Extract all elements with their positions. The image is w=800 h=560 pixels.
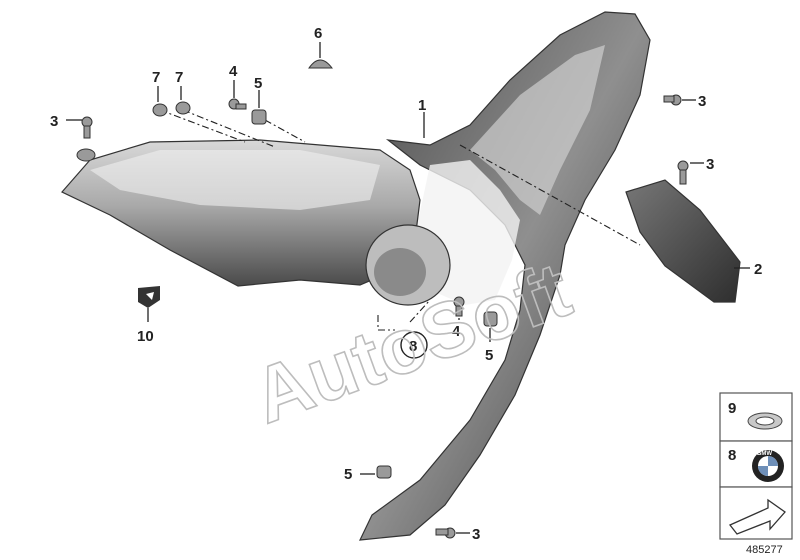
legend-box-8: 8 BMW: [719, 440, 793, 488]
legend-label-9: 9: [728, 400, 736, 417]
legend-box-arrow: [719, 486, 793, 540]
legend-panel: 9 8 BMW: [719, 392, 793, 540]
screw-3-bottom: [435, 527, 456, 539]
nut-3-left: [76, 148, 96, 162]
fender-part: [61, 139, 421, 287]
callout-8-circled: 8: [400, 331, 428, 359]
callout-3-bottom: 3: [472, 526, 480, 543]
callout-2: 2: [754, 261, 762, 278]
callout-7a: 7: [152, 69, 160, 86]
screw-3-left: [81, 116, 93, 139]
bmw-badge-text: BMW: [757, 451, 772, 457]
legend-label-8: 8: [728, 447, 736, 464]
assembly-lines: [159, 109, 641, 331]
callout-1: 1: [418, 97, 426, 114]
callout-10: 10: [137, 328, 154, 345]
nut-7b: [175, 101, 191, 115]
callout-6: 6: [314, 25, 322, 42]
screw-3-plate: [677, 160, 689, 185]
callout-3-left: 3: [50, 113, 58, 130]
screw-4-top: [228, 98, 247, 110]
callout-7b: 7: [175, 69, 183, 86]
callout-3-plate: 3: [706, 156, 714, 173]
ring-gasket-icon: [747, 412, 783, 430]
callout-4-mid: 4: [452, 323, 461, 340]
callout-4-top: 4: [229, 63, 238, 80]
round-bracket-part: [365, 224, 451, 306]
callout-3-top-right: 3: [698, 93, 706, 110]
callout-5-mid: 5: [485, 347, 493, 364]
nut-7a: [152, 103, 168, 117]
leader-lines: [66, 42, 750, 534]
clip-5-top: [251, 109, 267, 125]
adhesive-pad-10: [138, 286, 160, 308]
callout-8: 8: [409, 338, 417, 355]
screw-4-mid: [453, 296, 465, 317]
document-number: 485277: [746, 544, 783, 556]
callout-labels: 1 2 3 3 3 3 4 4 5 5 5 6 7 7 10: [50, 25, 762, 543]
direction-arrow-icon: [728, 498, 786, 535]
callout-5-bottom: 5: [344, 466, 352, 483]
side-plate-part: [625, 179, 741, 303]
screw-3-top-right: [663, 94, 682, 106]
bmw-badge-icon: BMW: [752, 450, 784, 482]
cap-6: [308, 59, 334, 69]
fasteners: [76, 59, 689, 539]
clip-5-bottom: [376, 465, 392, 479]
legend-box-9: 9: [719, 392, 793, 442]
callout-5-top: 5: [254, 75, 262, 92]
clip-5-mid: [483, 311, 498, 327]
